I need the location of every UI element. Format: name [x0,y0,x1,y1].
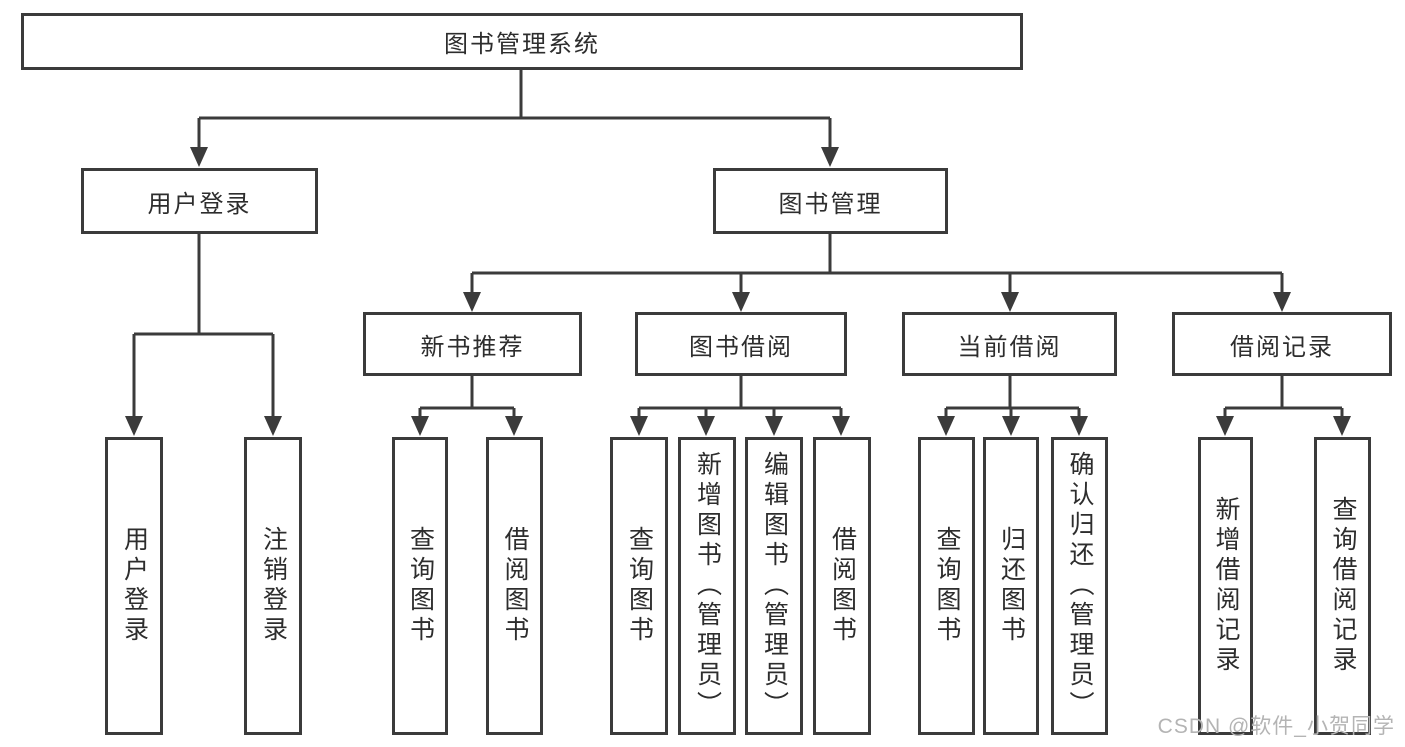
leaf-label: 借阅图书 [501,526,529,646]
leaf-query-borrow-record: 查询借阅记录 [1314,437,1371,735]
node-book-borrow: 图书借阅 [635,312,847,376]
leaf-label: 编辑图书（管理员） [760,451,789,721]
leaf-label: 查询图书 [625,526,654,646]
leaf-label: 借阅图书 [828,526,857,646]
leaf-return-books: 归还图书 [983,437,1039,735]
leaf-label: 用户登录 [120,526,149,646]
leaf-borrow-books: 借阅图书 [486,437,543,735]
leaf-query-books: 查询图书 [392,437,448,735]
csdn-watermark: CSDN @软件_小贺同学 [1157,715,1395,738]
leaf-label: 归还图书 [997,526,1026,646]
leaf-user-login: 用户登录 [105,437,163,735]
leaf-label: 查询图书 [933,526,961,646]
leaf-label: 确认归还（管理员） [1066,451,1094,721]
node-book-management: 图书管理 [713,168,948,234]
leaf-edit-books-admin: 编辑图书（管理员） [745,437,803,735]
leaf-query-books: 查询图书 [610,437,668,735]
node-current-borrow: 当前借阅 [902,312,1117,376]
node-new-book-recommend: 新书推荐 [363,312,582,376]
leaf-label: 查询图书 [406,526,435,646]
leaf-label: 注销登录 [259,526,288,646]
leaf-borrow-books: 借阅图书 [813,437,871,735]
leaf-query-books: 查询图书 [918,437,975,735]
node-library-management-system: 图书管理系统 [21,13,1023,70]
leaf-add-books-admin: 新增图书（管理员） [678,437,736,735]
node-user-login: 用户登录 [81,168,318,234]
leaf-add-borrow-record: 新增借阅记录 [1198,437,1253,735]
leaf-label: 新增借阅记录 [1212,496,1240,676]
leaf-logout: 注销登录 [244,437,302,735]
leaf-label: 新增图书（管理员） [693,451,722,721]
leaf-confirm-return-admin: 确认归还（管理员） [1051,437,1108,735]
leaf-label: 查询借阅记录 [1329,496,1357,676]
node-borrow-records: 借阅记录 [1172,312,1392,376]
